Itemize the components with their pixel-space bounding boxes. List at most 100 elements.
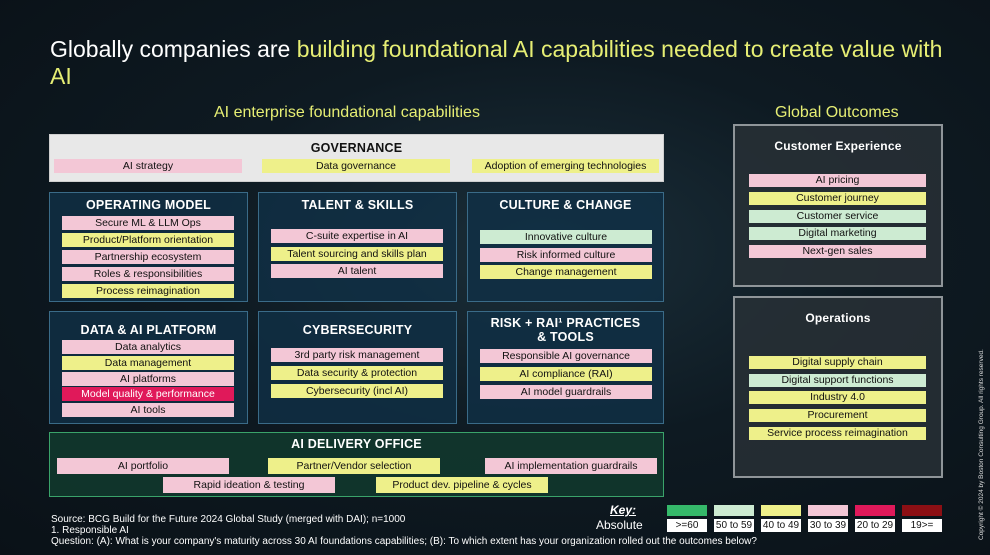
key-label: 19>= xyxy=(902,519,942,532)
pill-label: Customer service xyxy=(796,210,879,222)
customer-experience-title: Customer Experience xyxy=(774,139,902,153)
pill-label: Data security & protection xyxy=(296,367,418,379)
operating-model-title: OPERATING MODEL xyxy=(86,198,211,212)
footer-question: Question: (A): What is your company's ma… xyxy=(51,536,757,547)
key-swatch xyxy=(855,505,895,516)
pill-label: Digital support functions xyxy=(781,374,894,386)
governance-box: GOVERNANCE xyxy=(49,134,664,182)
cx-item-1: Customer journey xyxy=(749,192,926,205)
pill-label: Partnership ecosystem xyxy=(94,251,202,263)
key-label: 30 to 39 xyxy=(808,519,848,532)
pill-label: Product/Platform orientation xyxy=(82,234,214,246)
pill-label: C-suite expertise in AI xyxy=(305,230,409,242)
cyber-item-2: Cybersecurity (incl AI) xyxy=(271,384,443,398)
cx-item-4: Next-gen sales xyxy=(749,245,926,258)
page-title: Globally companies are building foundati… xyxy=(50,36,950,90)
dp-item-4: AI tools xyxy=(62,403,234,417)
cyber-item-1: Data security & protection xyxy=(271,366,443,380)
copyright: Copyright © 2024 by Boston Consulting Gr… xyxy=(978,349,985,540)
pill-label: Rapid ideation & testing xyxy=(193,479,305,491)
ops-item-2: Industry 4.0 xyxy=(749,391,926,404)
pill-label: Industry 4.0 xyxy=(810,391,865,403)
right-heading: Global Outcomes xyxy=(775,104,899,121)
dp-item-3: Model quality & performance xyxy=(62,387,234,401)
risk-item-0: Responsible AI governance xyxy=(480,349,652,363)
talent-title: TALENT & SKILLS xyxy=(301,198,414,212)
key-swatch xyxy=(761,505,801,516)
om-item-3: Roles & responsibilities xyxy=(62,267,234,281)
talent-item-1: Talent sourcing and skills plan xyxy=(271,247,443,261)
pill-label: AI talent xyxy=(337,265,377,277)
pill-label: Procurement xyxy=(807,409,868,421)
pill-label: Cybersecurity (incl AI) xyxy=(305,385,409,397)
cx-item-3: Digital marketing xyxy=(749,227,926,240)
cx-item-0: AI pricing xyxy=(749,174,926,187)
pill-label: Responsible AI governance xyxy=(502,350,630,362)
dp-item-1: Data management xyxy=(62,356,234,370)
ado-item-2: AI implementation guardrails xyxy=(485,458,657,474)
cyber-title: CYBERSECURITY xyxy=(302,323,413,337)
risk-title-line1: RISK + RAI¹ PRACTICES xyxy=(490,316,641,330)
dp-item-2: AI platforms xyxy=(62,372,234,386)
delivery-title: AI DELIVERY OFFICE xyxy=(291,437,422,451)
pill-label: Adoption of emerging technologies xyxy=(484,160,647,172)
operations-box: Operations xyxy=(733,296,943,478)
gov-item-0: AI strategy xyxy=(54,159,242,173)
pill-label: Data governance xyxy=(316,160,396,172)
pill-label: Risk informed culture xyxy=(516,249,616,261)
key-swatch xyxy=(808,505,848,516)
pill-label: Process reimagination xyxy=(96,285,200,297)
cx-item-2: Customer service xyxy=(749,210,926,223)
risk-item-1: AI compliance (RAI) xyxy=(480,367,652,381)
key-title: Key: xyxy=(610,503,637,517)
key-label: 50 to 59 xyxy=(714,519,754,532)
culture-box: CULTURE & CHANGE xyxy=(467,192,664,302)
pill-label: Product dev. pipeline & cycles xyxy=(392,479,532,491)
customer-experience-box: Customer Experience xyxy=(733,124,943,287)
risk-item-2: AI model guardrails xyxy=(480,385,652,399)
ado-item-1: Partner/Vendor selection xyxy=(268,458,440,474)
pill-label: Change management xyxy=(515,266,617,278)
pill-label: Innovative culture xyxy=(524,231,608,243)
title-highlight: building foundational AI capabilities ne… xyxy=(50,36,943,89)
pill-label: Next-gen sales xyxy=(802,245,873,257)
ado-item-0: AI portfolio xyxy=(57,458,229,474)
pill-label: AI platforms xyxy=(119,373,177,385)
pill-label: AI pricing xyxy=(815,174,860,186)
pill-label: Roles & responsibilities xyxy=(93,268,203,280)
pill-label: AI compliance (RAI) xyxy=(519,368,613,380)
pill-label: AI tools xyxy=(130,404,166,416)
operations-title: Operations xyxy=(805,311,871,325)
gov-item-2: Adoption of emerging technologies xyxy=(472,159,659,173)
pill-label: AI model guardrails xyxy=(520,386,612,398)
om-item-2: Partnership ecosystem xyxy=(62,250,234,264)
pill-label: Model quality & performance xyxy=(81,388,215,400)
culture-item-2: Change management xyxy=(480,265,652,279)
cyber-item-0: 3rd party risk management xyxy=(271,348,443,362)
pill-label: Data analytics xyxy=(115,341,181,353)
pill-label: Talent sourcing and skills plan xyxy=(287,248,427,260)
left-heading: AI enterprise foundational capabilities xyxy=(214,104,480,121)
pill-label: Data management xyxy=(104,357,192,369)
dp-item-0: Data analytics xyxy=(62,340,234,354)
pill-label: AI strategy xyxy=(122,160,174,172)
pill-label: Digital supply chain xyxy=(792,356,883,368)
talent-item-2: AI talent xyxy=(271,264,443,278)
ops-item-0: Digital supply chain xyxy=(749,356,926,369)
key-row-label: Absolute xyxy=(596,518,643,532)
pill-label: Customer journey xyxy=(796,192,879,204)
pill-label: Partner/Vendor selection xyxy=(296,460,412,472)
ops-item-4: Service process reimagination xyxy=(749,427,926,440)
key-swatch xyxy=(667,505,707,516)
footer-source: Source: BCG Build for the Future 2024 Gl… xyxy=(51,514,406,525)
gov-item-1: Data governance xyxy=(262,159,450,173)
key-label: 40 to 49 xyxy=(761,519,801,532)
ado-item-3: Rapid ideation & testing xyxy=(163,477,335,493)
om-item-1: Product/Platform orientation xyxy=(62,233,234,247)
pill-label: AI portfolio xyxy=(117,460,169,472)
culture-title: CULTURE & CHANGE xyxy=(499,198,632,212)
ado-item-4: Product dev. pipeline & cycles xyxy=(376,477,548,493)
pill-label: Secure ML & LLM Ops xyxy=(95,217,201,229)
pill-label: AI implementation guardrails xyxy=(504,460,638,472)
key-label: >=60 xyxy=(667,519,707,532)
